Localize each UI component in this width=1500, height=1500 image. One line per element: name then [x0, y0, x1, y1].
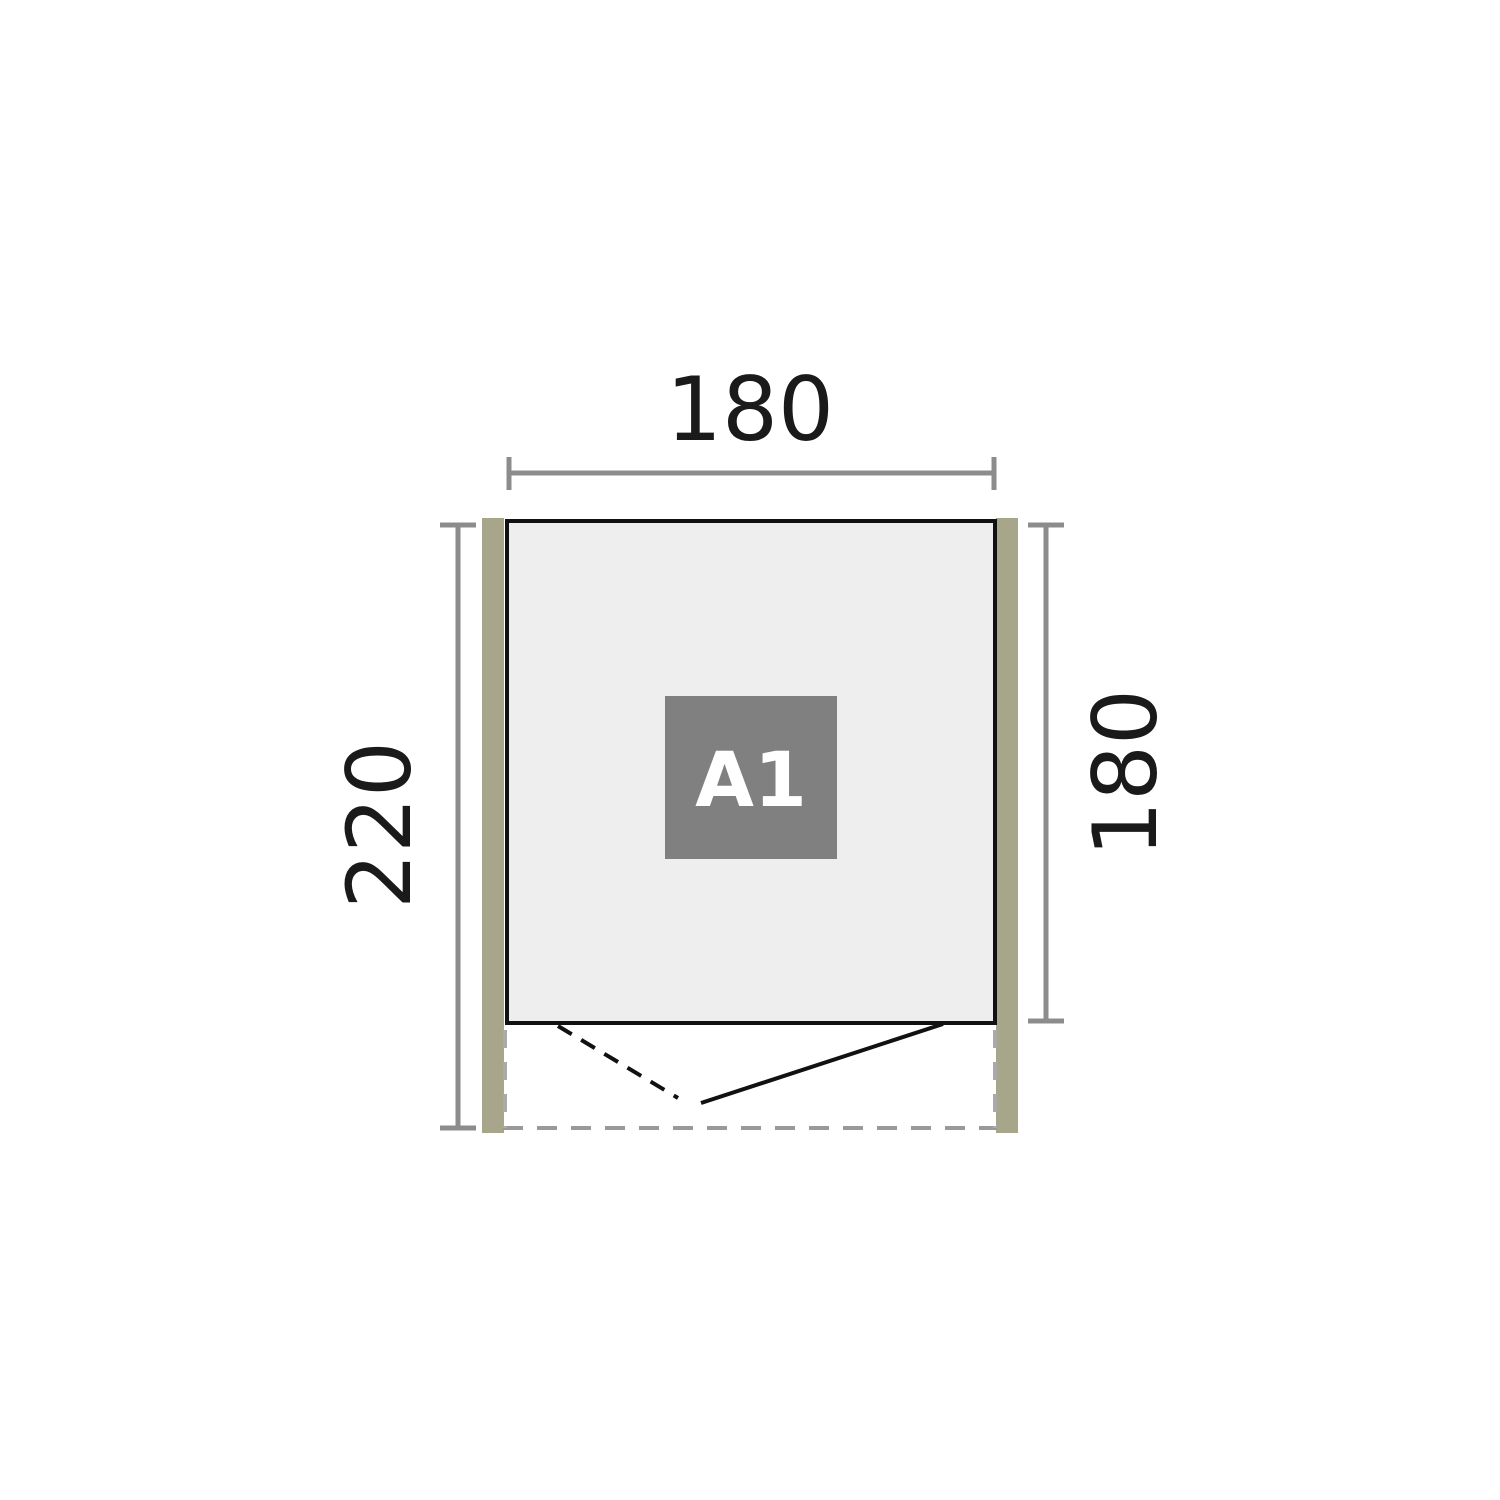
left-dimension-text: 220: [328, 741, 431, 909]
room-label-background: [665, 696, 837, 859]
right-post: [996, 518, 1018, 1133]
room-label-box: A1: [665, 696, 837, 859]
door-swing-dashed: [556, 1024, 680, 1100]
top-dimension-text: 180: [666, 358, 834, 461]
door-leaf: [700, 1022, 944, 1105]
left-post: [482, 518, 504, 1133]
top-dimension: 180: [506, 358, 997, 490]
right-dimension-text: 180: [1074, 689, 1177, 857]
right-dimension: 180: [1028, 522, 1177, 1024]
room-area: [505, 519, 997, 1025]
left-dimension: 220: [328, 522, 476, 1131]
room-label-text: A1: [695, 735, 807, 824]
door-swing: [556, 1022, 944, 1105]
canopy-outline: [503, 1030, 997, 1130]
